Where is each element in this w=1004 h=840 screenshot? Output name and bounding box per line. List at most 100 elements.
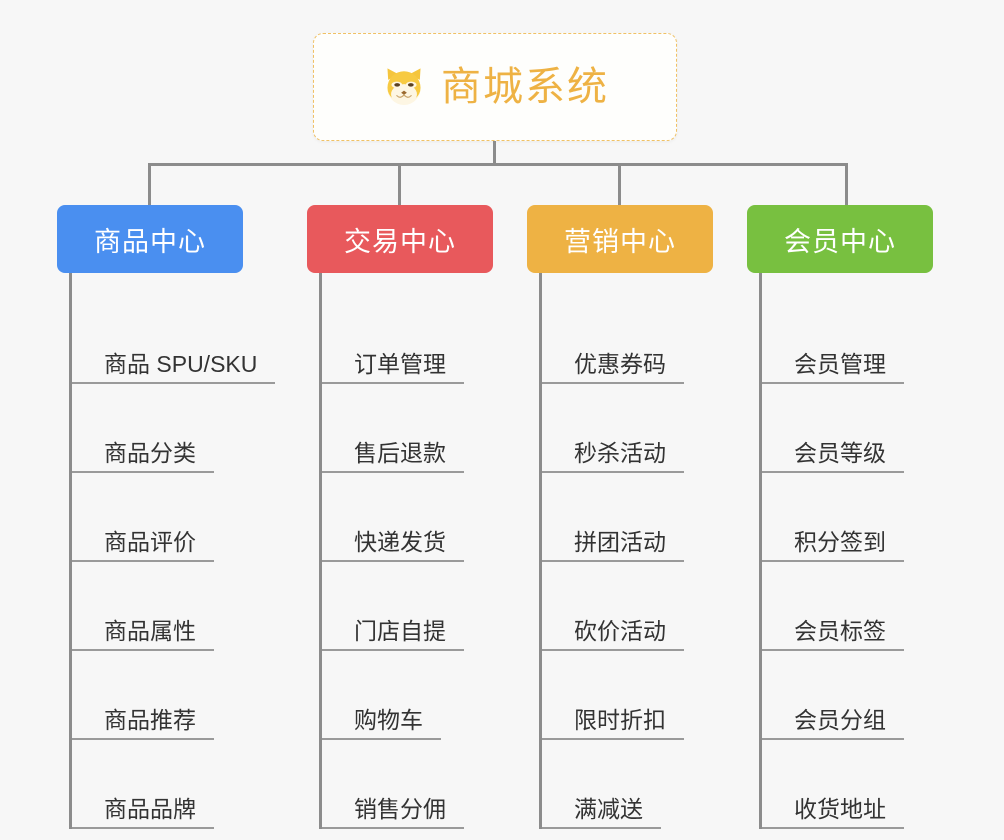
leaf-item[interactable]: 门店自提	[322, 562, 557, 651]
leaf-item-underline	[762, 827, 904, 829]
leaf-item-underline	[322, 649, 464, 651]
leaf-item-inner: 门店自提	[322, 617, 464, 651]
leaf-item-label: 商品分类	[104, 439, 196, 466]
leaf-item-label: 秒杀活动	[574, 439, 666, 466]
leaf-item-underline	[542, 827, 661, 829]
category-column-member-center: 会员中心会员管理会员等级积分签到会员标签会员分组收货地址	[747, 205, 997, 829]
leaf-item[interactable]: 会员分组	[762, 651, 997, 740]
leaf-item-underline	[542, 560, 684, 562]
branch-spine-product-center: 商品 SPU/SKU 商品分类商品评价商品属性商品推荐商品品牌	[69, 273, 337, 829]
leaf-item-underline	[762, 382, 904, 384]
leaf-item[interactable]: 秒杀活动	[542, 384, 777, 473]
leaf-item[interactable]: 优惠券码	[542, 295, 777, 384]
leaf-item-underline	[762, 738, 904, 740]
leaf-item[interactable]: 商品推荐	[72, 651, 337, 740]
leaf-item-inner: 快递发货	[322, 529, 464, 562]
leaf-item-label: 门店自提	[354, 617, 446, 644]
leaf-item-label: 优惠券码	[574, 350, 666, 377]
leaf-item[interactable]: 会员等级	[762, 384, 997, 473]
category-column-marketing-center: 营销中心优惠券码秒杀活动拼团活动砍价活动限时折扣满减送	[527, 205, 777, 829]
leaf-item-underline	[762, 649, 904, 651]
leaf-item-inner: 优惠券码	[542, 350, 684, 384]
leaf-item[interactable]: 售后退款	[322, 384, 557, 473]
leaf-item-inner: 会员标签	[762, 618, 904, 651]
leaf-item-label: 会员等级	[794, 439, 886, 466]
leaf-item[interactable]: 砍价活动	[542, 562, 777, 651]
branch-drop-connector-0	[148, 163, 151, 207]
leaf-item-inner: 商品属性	[72, 617, 214, 651]
leaf-item-underline	[322, 560, 464, 562]
leaf-item[interactable]: 会员管理	[762, 295, 997, 384]
leaf-item-inner: 限时折扣	[542, 706, 684, 740]
leaf-item-inner: 售后退款	[322, 439, 464, 473]
leaf-item-label: 收货地址	[794, 795, 886, 822]
leaf-item-underline	[542, 382, 684, 384]
leaf-item-underline	[542, 738, 684, 740]
category-box-trade-center[interactable]: 交易中心	[307, 205, 493, 273]
leaf-item-inner: 会员分组	[762, 706, 904, 740]
leaf-item[interactable]: 商品属性	[72, 562, 337, 651]
branch-spine-member-center: 会员管理会员等级积分签到会员标签会员分组收货地址	[759, 273, 997, 829]
leaf-item-inner: 商品品牌	[72, 796, 214, 829]
category-label: 交易中心	[344, 226, 456, 257]
leaf-item-underline	[322, 382, 464, 384]
root-title: 商城系统	[441, 65, 609, 109]
category-label: 营销中心	[564, 226, 676, 257]
leaf-item-underline	[72, 382, 276, 384]
leaf-item[interactable]: 限时折扣	[542, 651, 777, 740]
leaf-item-underline	[72, 738, 214, 740]
root-node[interactable]: 商城系统	[313, 33, 677, 141]
horizontal-bus-connector	[148, 163, 848, 166]
leaf-item[interactable]: 快递发货	[322, 473, 557, 562]
leaf-item-inner: 销售分佣	[322, 795, 464, 829]
leaf-item-label: 商品评价	[104, 528, 196, 555]
leaf-item-inner: 商品评价	[72, 528, 214, 562]
leaf-item-underline	[542, 471, 684, 473]
leaf-item-underline	[72, 827, 214, 829]
leaf-item-label: 商品属性	[104, 617, 196, 644]
leaf-item-inner: 砍价活动	[542, 618, 684, 651]
leaf-item-inner: 积分签到	[762, 529, 904, 562]
leaf-item-underline	[762, 560, 904, 562]
category-box-member-center[interactable]: 会员中心	[747, 205, 933, 273]
leaf-item[interactable]: 商品品牌	[72, 740, 337, 829]
leaf-item-label: 订单管理	[354, 350, 446, 377]
leaf-item-inner: 商品分类	[72, 439, 214, 473]
leaf-item-label: 拼团活动	[574, 528, 666, 555]
leaf-item-underline	[72, 649, 214, 651]
leaf-item-inner: 会员等级	[762, 439, 904, 473]
leaf-item-inner: 会员管理	[762, 351, 904, 384]
branch-drop-connector-3	[845, 163, 848, 207]
leaf-item-inner: 商品 SPU/SKU	[72, 350, 276, 384]
leaf-item-inner: 满减送	[542, 796, 661, 829]
leaf-item[interactable]: 商品 SPU/SKU	[72, 295, 337, 384]
leaf-item-label: 售后退款	[354, 439, 446, 466]
leaf-item[interactable]: 积分签到	[762, 473, 997, 562]
leaf-item[interactable]: 订单管理	[322, 295, 557, 384]
leaf-item-inner: 订单管理	[322, 350, 464, 384]
leaf-item[interactable]: 商品分类	[72, 384, 337, 473]
leaf-item-inner: 购物车	[322, 707, 441, 740]
leaf-item-underline	[72, 471, 214, 473]
category-column-product-center: 商品中心商品 SPU/SKU 商品分类商品评价商品属性商品推荐商品品牌	[57, 205, 337, 829]
leaf-item-label: 会员分组	[794, 706, 886, 733]
branch-drop-connector-2	[618, 163, 621, 207]
leaf-item-label: 限时折扣	[574, 706, 666, 733]
category-label: 会员中心	[784, 226, 896, 257]
leaf-item[interactable]: 商品评价	[72, 473, 337, 562]
branch-drop-connector-1	[398, 163, 401, 207]
category-box-marketing-center[interactable]: 营销中心	[527, 205, 713, 273]
leaf-item[interactable]: 满减送	[542, 740, 777, 829]
root-stem-connector	[493, 141, 496, 165]
leaf-item[interactable]: 拼团活动	[542, 473, 777, 562]
leaf-item[interactable]: 会员标签	[762, 562, 997, 651]
category-box-product-center[interactable]: 商品中心	[57, 205, 243, 273]
leaf-item[interactable]: 销售分佣	[322, 740, 557, 829]
leaf-item-label: 商品 SPU/SKU	[104, 350, 258, 377]
leaf-item-underline	[322, 827, 464, 829]
leaf-item-inner: 秒杀活动	[542, 439, 684, 473]
leaf-item-label: 销售分佣	[354, 795, 446, 822]
leaf-item[interactable]: 购物车	[322, 651, 557, 740]
leaf-item[interactable]: 收货地址	[762, 740, 997, 829]
